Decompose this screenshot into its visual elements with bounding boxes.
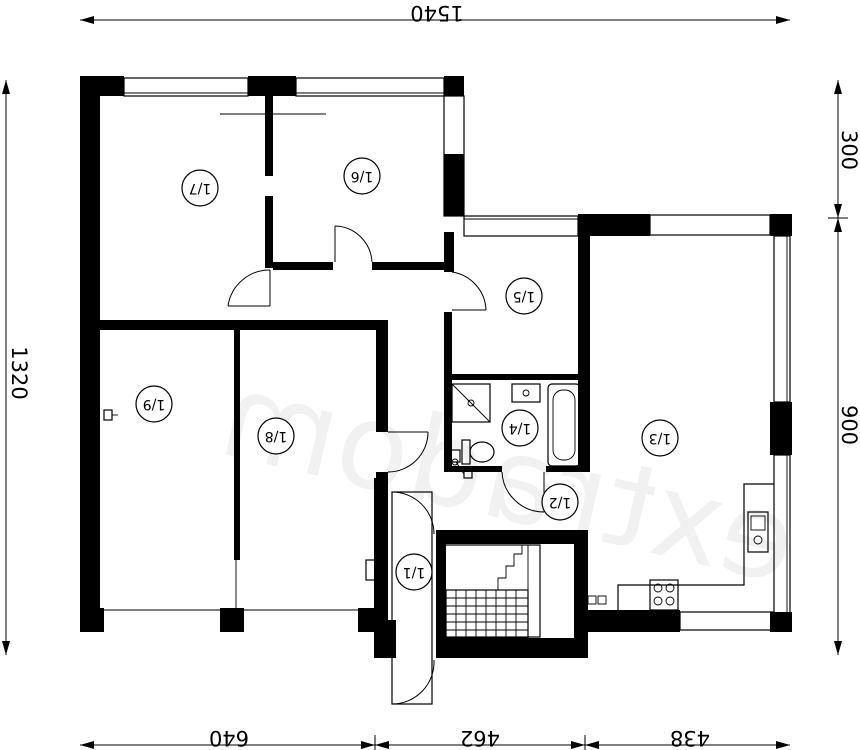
room-label-1-9: 1/9 (143, 396, 166, 412)
room-label-1-8: 1/8 (265, 428, 288, 444)
room-label-1-4: 1/4 (509, 420, 532, 436)
sink-icon (511, 383, 541, 403)
dim-top-total: 1540 (410, 1, 463, 25)
room-1-9: 1/9 (135, 385, 173, 423)
room-1-4: 1/4 (501, 409, 539, 447)
room-label-1-7: 1/7 (189, 180, 212, 196)
dim-left-total: 1320 (7, 346, 31, 399)
dimension-lines (2, 16, 848, 750)
meter-icon (103, 409, 113, 421)
dim-right-upper: 300 (837, 130, 860, 170)
room-1-6: 1/6 (343, 157, 381, 195)
room-label-1-1: 1/1 (403, 564, 426, 580)
stove-icon (649, 579, 679, 611)
room-label-1-3: 1/3 (649, 430, 672, 446)
dim-right-lower: 900 (837, 405, 860, 445)
room-1-5: 1/5 (505, 277, 543, 315)
kitchen-fixtures (587, 511, 769, 611)
staircase (445, 545, 529, 639)
room-labels: 1/7 1/6 1/5 1/4 1/3 1/9 1/8 1/2 (135, 157, 679, 591)
kitchen-sink-icon (747, 511, 769, 553)
room-1-3: 1/3 (641, 419, 679, 457)
room-1-7: 1/7 (181, 169, 219, 207)
dim-bottom-right: 438 (670, 726, 710, 750)
doors (220, 100, 545, 705)
watermark-text: extradom (208, 345, 810, 611)
room-label-1-2: 1/2 (549, 494, 572, 510)
room-1-1: 1/1 (395, 553, 433, 591)
room-label-1-6: 1/6 (351, 168, 374, 184)
watermark: extradom (208, 345, 810, 611)
dim-bottom-left: 640 (209, 726, 249, 750)
shower-icon (451, 383, 491, 423)
walls (80, 76, 792, 658)
bathtub-icon (547, 383, 581, 467)
bathroom-fixtures (103, 383, 581, 581)
room-1-2: 1/2 (541, 483, 579, 521)
dim-bottom-mid: 462 (460, 726, 500, 750)
room-label-1-5: 1/5 (513, 288, 536, 304)
room-1-8: 1/8 (257, 417, 295, 455)
electric-panel-icon (365, 559, 379, 581)
boiler-icon (449, 449, 461, 463)
